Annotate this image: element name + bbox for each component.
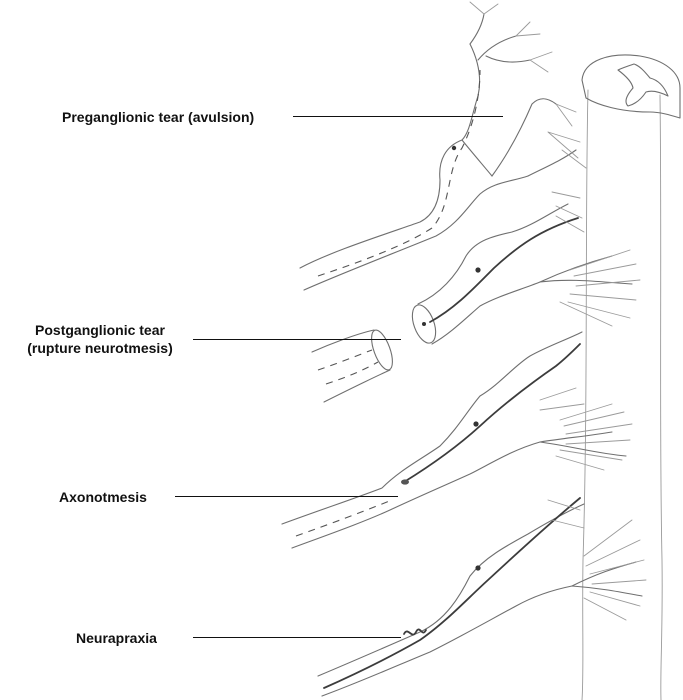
label-postganglionic-line1: Postganglionic tear — [12, 321, 188, 339]
leader-postganglionic — [193, 339, 401, 340]
label-preganglionic: Preganglionic tear (avulsion) — [62, 108, 254, 126]
label-postganglionic-line2: (rupture neurotmesis) — [12, 339, 188, 357]
preganglionic-nerve — [300, 2, 586, 290]
spinal-cord-cross-section — [582, 55, 680, 118]
leader-preganglionic — [293, 116, 503, 117]
label-neurapraxia: Neurapraxia — [76, 629, 157, 647]
postganglionic-nerve — [312, 192, 640, 402]
neurapraxia-nerve — [318, 498, 646, 696]
label-axonotmesis: Axonotmesis — [59, 488, 147, 506]
leader-neurapraxia — [193, 637, 401, 638]
spinal-cord-column — [582, 90, 662, 700]
label-postganglionic: Postganglionic tear (rupture neurotmesis… — [12, 321, 188, 357]
leader-axonotmesis — [175, 496, 398, 497]
